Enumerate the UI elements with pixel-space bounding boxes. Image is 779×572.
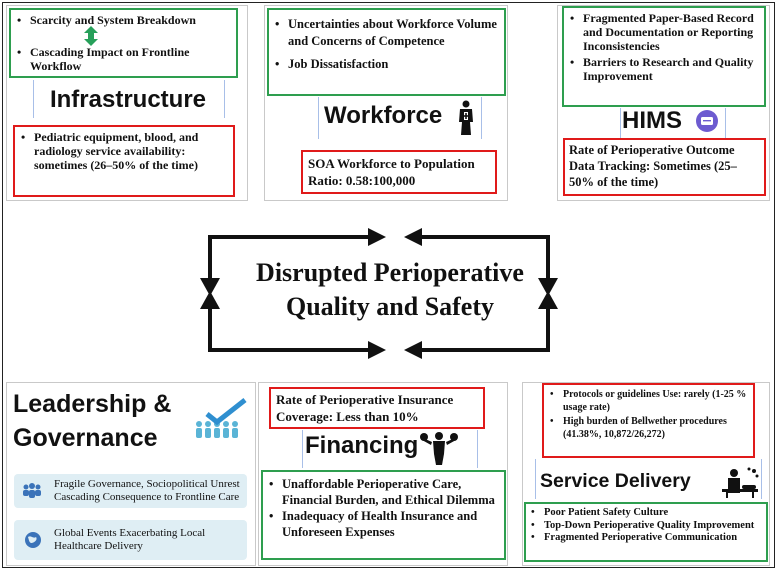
service-red-box: Protocols or guidelines Use: rarely (1-2…	[542, 383, 755, 458]
hims-title: HIMS	[622, 107, 682, 134]
financing-green-box: Unaffordable Perioperative Care, Financi…	[261, 470, 506, 560]
workforce-green-box: Uncertainties about Workforce Volume and…	[267, 8, 506, 96]
cycle-arrows	[200, 228, 558, 359]
hims-title-connector	[620, 108, 726, 138]
service-item-2: Top-Down Perioperative Quality Improveme…	[529, 520, 763, 533]
financing-title: Financing	[305, 432, 419, 459]
leadership-item-2-text: Global Events Exacerbating Local Healthc…	[54, 527, 206, 552]
globe-icon	[25, 532, 41, 548]
infrastructure-title-connector	[33, 80, 225, 118]
workforce-metric: SOA Workforce to Population Ratio: 0.58:…	[308, 156, 475, 188]
workforce-title: Workforce	[324, 102, 443, 129]
people-group-icon	[23, 483, 41, 498]
leadership-item-1-text: Fragile Governance, Sociopolitical Unres…	[54, 478, 240, 503]
double-arrow-icon	[84, 26, 98, 46]
surgeon-operating-icon	[722, 467, 759, 498]
service-red-item-2: High burden of Bellwether procedures (41…	[548, 415, 749, 441]
workforce-red-box: SOA Workforce to Population Ratio: 0.58:…	[301, 150, 497, 194]
voting-people-check-icon	[196, 398, 247, 438]
leadership-title-line-2: Governance	[13, 424, 158, 452]
financing-item-2: Inadequacy of Health Insurance and Unfor…	[267, 508, 500, 540]
infrastructure-title: Infrastructure	[49, 86, 207, 113]
infrastructure-green-box: Scarcity and System Breakdown Cascading …	[9, 8, 238, 78]
hims-green-box: Fragmented Paper-Based Record and Docume…	[562, 6, 766, 107]
service-item-3: Fragmented Perioperative Communication	[529, 532, 763, 545]
hims-chat-icon	[696, 110, 718, 132]
health-worker-icon	[459, 100, 473, 135]
service-item-1: Poor Patient Safety Culture	[529, 507, 763, 520]
service-red-item-1: Protocols or guidelines Use: rarely (1-2…	[548, 388, 749, 414]
leadership-title-line-1: Leadership &	[13, 390, 172, 418]
financing-item-1: Unaffordable Perioperative Care, Financi…	[267, 476, 500, 508]
center-title-line-2: Quality and Safety	[285, 292, 495, 321]
infrastructure-item-2: Cascading Impact on Frontline Workflow	[15, 45, 232, 73]
hims-item-2: Barriers to Research and Quality Improve…	[568, 55, 760, 83]
workforce-item-2: Job Dissatisfaction	[273, 56, 500, 73]
center-title-line-1: Disrupted Perioperative	[256, 258, 524, 287]
service-title-connector	[535, 459, 762, 499]
hims-item-1: Fragmented Paper-Based Record and Docume…	[568, 11, 760, 53]
financing-title-connector	[302, 430, 478, 468]
financing-metric: Rate of Perioperative Insurance Coverage…	[276, 392, 454, 424]
leadership-item-1: Fragile Governance, Sociopolitical Unres…	[14, 474, 247, 508]
money-bags-person-icon	[420, 432, 458, 465]
hims-red-box: Rate of Perioperative Outcome Data Track…	[563, 138, 766, 196]
financing-red-box: Rate of Perioperative Insurance Coverage…	[269, 387, 485, 429]
leadership-item-2: Global Events Exacerbating Local Healthc…	[14, 520, 247, 560]
hims-metric: Rate of Perioperative Outcome Data Track…	[569, 143, 737, 189]
service-title: Service Delivery	[540, 470, 691, 492]
workforce-item-1: Uncertainties about Workforce Volume and…	[273, 16, 500, 50]
workforce-title-connector	[318, 97, 482, 139]
infrastructure-item-1: Scarcity and System Breakdown	[15, 13, 232, 27]
service-green-box: Poor Patient Safety Culture Top-Down Per…	[524, 502, 768, 562]
infrastructure-red-box: Pediatric equipment, blood, and radiolog…	[13, 125, 235, 197]
infrastructure-metric: Pediatric equipment, blood, and radiolog…	[19, 130, 229, 172]
